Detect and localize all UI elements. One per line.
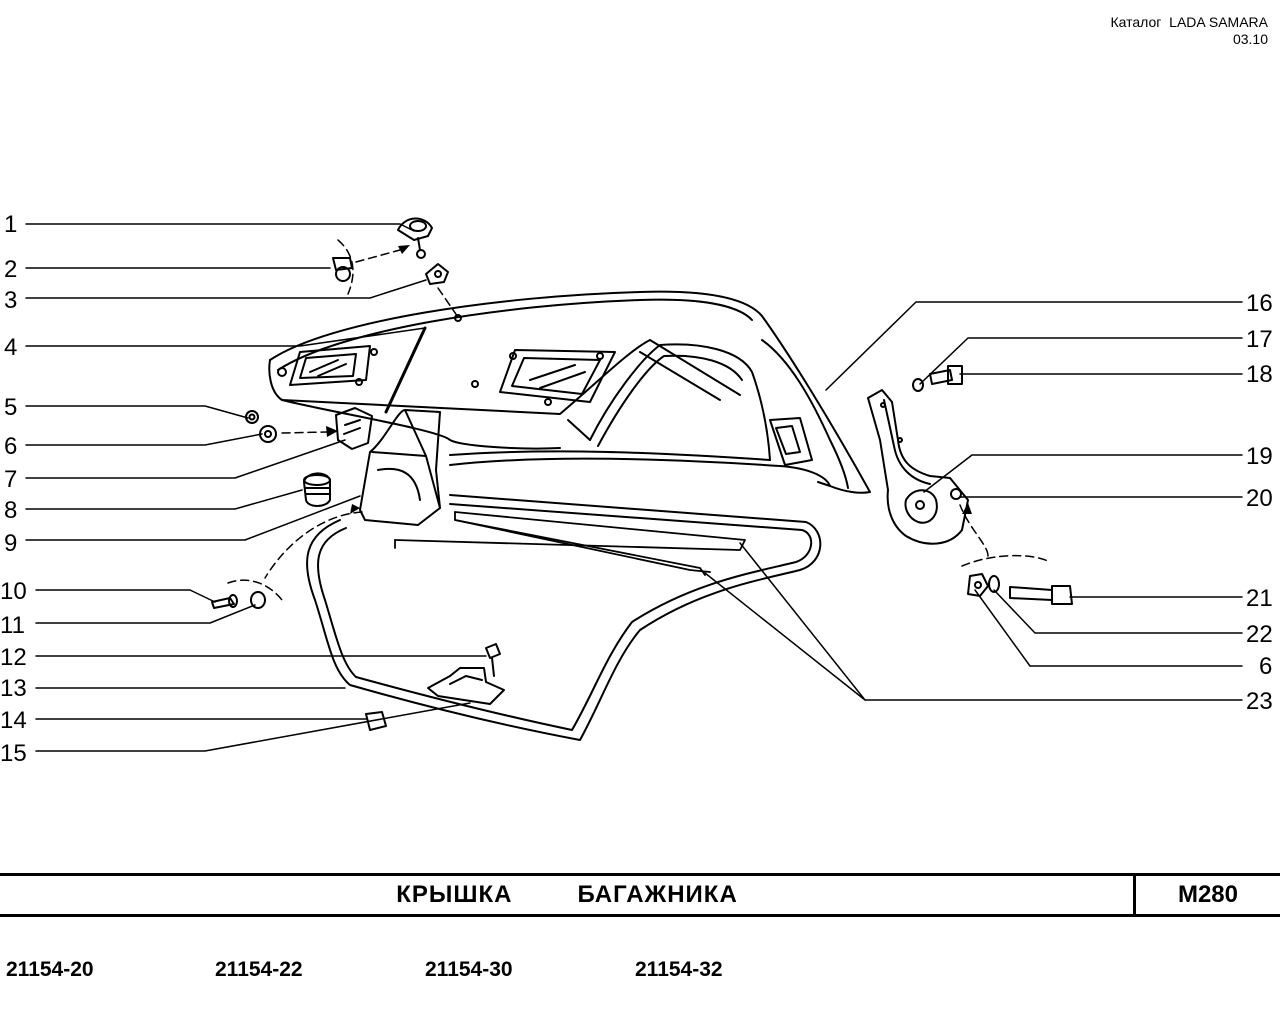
catalog-header: Каталог LADA SAMARA 03.10 — [1111, 14, 1269, 48]
callout-22: 22 — [1246, 621, 1273, 648]
callout-13: 13 — [0, 675, 27, 702]
left-leader-lines — [25, 223, 487, 752]
latch — [335, 407, 373, 450]
trunk-lid-panel — [268, 290, 871, 494]
lock-bracket — [359, 409, 441, 526]
catalog-date: 03.10 — [1232, 31, 1268, 47]
callout-15: 15 — [0, 740, 27, 767]
callout-23: 23 — [1246, 688, 1273, 715]
model-code: 21154-22 — [215, 958, 303, 981]
callout-14: 14 — [0, 707, 27, 734]
model-code: 21154-32 — [635, 958, 723, 981]
callout-6-right: 6 — [1259, 653, 1272, 680]
left-callouts: 1 2 3 4 5 6 7 8 9 10 11 12 13 14 15 — [0, 211, 27, 767]
drawing-title: КРЫШКА БАГАЖНИКА — [396, 881, 738, 908]
callout-21: 21 — [1246, 585, 1273, 612]
right-callouts: 16 17 18 19 20 21 22 6 23 — [1246, 290, 1273, 715]
callout-20: 20 — [1246, 485, 1273, 512]
callout-10: 10 — [0, 578, 27, 605]
hinge-assembly — [867, 365, 1073, 605]
callout-9: 9 — [4, 530, 17, 557]
callout-1: 1 — [4, 211, 17, 238]
callout-3: 3 — [4, 287, 17, 314]
right-leader-lines — [704, 301, 1243, 701]
model-code: 21154-30 — [425, 958, 513, 981]
model-list: 21154-20 21154-22 21154-30 21154-32 — [0, 958, 900, 986]
callout-6: 6 — [4, 433, 17, 460]
callout-16: 16 — [1246, 290, 1273, 317]
callout-18: 18 — [1246, 361, 1273, 388]
assembly-guides — [227, 239, 1051, 601]
callout-8: 8 — [4, 497, 17, 524]
drawing-code: M280 — [1177, 881, 1239, 908]
callout-19: 19 — [1246, 443, 1273, 470]
callout-12: 12 — [0, 644, 27, 671]
callout-7: 7 — [4, 466, 17, 493]
callout-11: 11 — [0, 612, 25, 639]
catalog-title: Каталог LADA SAMARA — [1110, 14, 1269, 30]
callout-5: 5 — [4, 394, 17, 421]
title-block: КРЫШКА БАГАЖНИКА M280 — [0, 873, 1280, 917]
seal-strips — [394, 511, 746, 576]
gas-strut — [384, 326, 427, 414]
callout-2: 2 — [4, 256, 17, 283]
trunk-lid-exploded-diagram: 1 2 3 4 5 6 7 8 9 10 11 12 13 14 15 16 1… — [0, 211, 1273, 767]
callout-17: 17 — [1246, 326, 1273, 353]
arrowheads — [326, 245, 972, 514]
callout-4: 4 — [4, 334, 17, 361]
model-code: 21154-20 — [6, 958, 94, 981]
fasteners — [211, 217, 505, 731]
trunk-seal — [306, 494, 822, 741]
title-separator — [1133, 876, 1136, 914]
